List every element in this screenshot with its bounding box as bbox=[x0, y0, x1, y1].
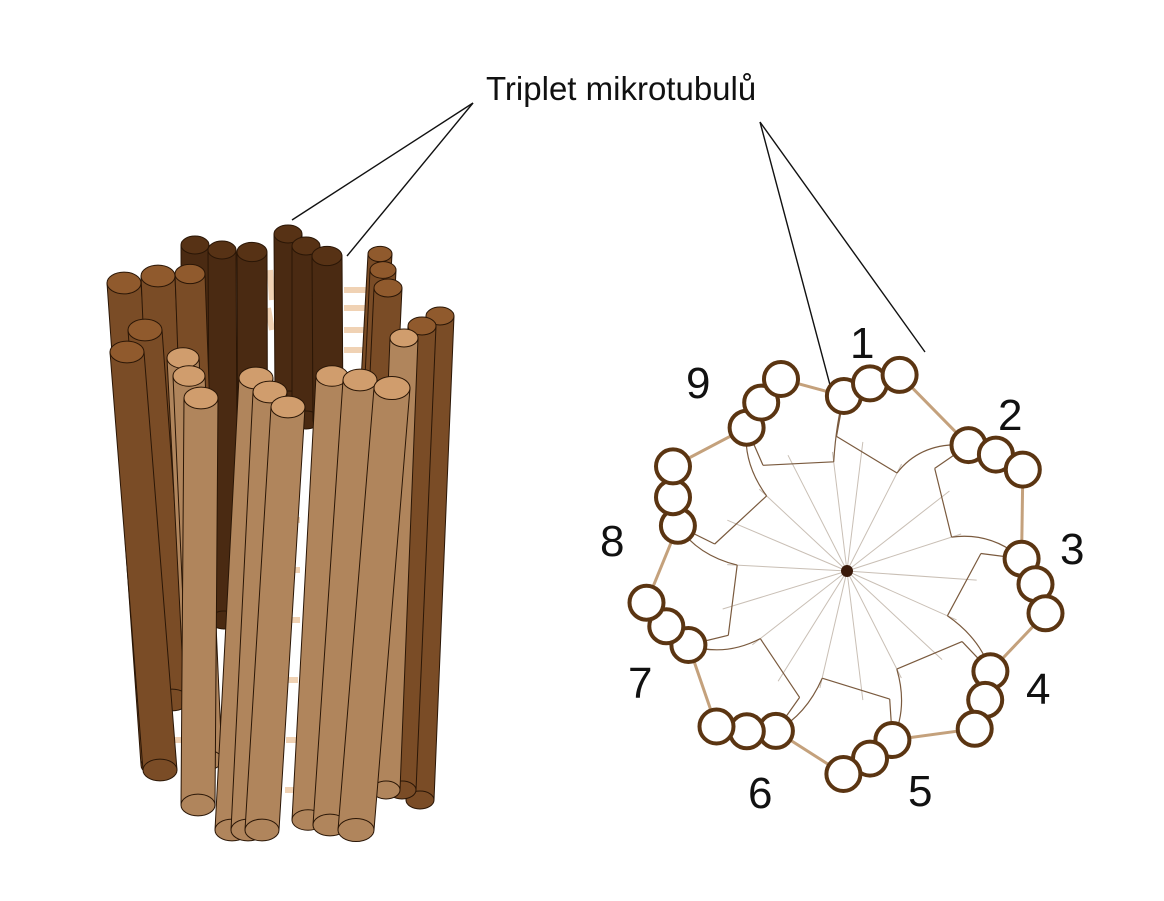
microtubule-ring bbox=[697, 707, 736, 746]
microtubule-triplet bbox=[727, 360, 800, 447]
triplet-number-2: 2 bbox=[998, 391, 1022, 440]
microtubule-ring bbox=[1026, 594, 1065, 633]
microtubule-triplet bbox=[824, 721, 912, 793]
spoke bbox=[819, 570, 848, 689]
pointer-line-left-a bbox=[291, 102, 474, 221]
tube-top bbox=[166, 347, 200, 369]
microtubule-triplet bbox=[955, 652, 1010, 748]
tube-bottom bbox=[180, 793, 216, 817]
tube-bottom bbox=[142, 758, 178, 782]
tube-top bbox=[106, 271, 142, 295]
microtubule-ring bbox=[627, 583, 666, 622]
tube-top bbox=[183, 386, 219, 410]
cartwheel-arms bbox=[676, 395, 1024, 743]
spoke bbox=[727, 519, 848, 572]
triplet-number-6: 6 bbox=[748, 769, 772, 818]
microtubule-tube bbox=[180, 386, 219, 817]
tube-top bbox=[369, 261, 397, 279]
centriole-3d-view bbox=[106, 224, 455, 843]
tube-bottom bbox=[337, 817, 375, 843]
spoke bbox=[752, 570, 848, 646]
tube-top bbox=[342, 368, 378, 392]
microtubule-triplet bbox=[1002, 539, 1065, 633]
spoke bbox=[846, 570, 902, 679]
microtubule-ring bbox=[824, 755, 863, 793]
tube-top bbox=[291, 236, 321, 256]
spoke bbox=[846, 570, 943, 661]
spoke bbox=[777, 570, 848, 682]
triplet-number-8: 8 bbox=[600, 517, 624, 566]
spoke bbox=[846, 490, 950, 572]
microtubule-triplet bbox=[627, 583, 708, 664]
microtubule-tube bbox=[109, 340, 178, 782]
tube-top bbox=[174, 263, 206, 285]
tube-link bbox=[267, 269, 275, 301]
tube-top bbox=[311, 245, 343, 267]
tube-top bbox=[367, 245, 393, 263]
spoke bbox=[846, 533, 962, 572]
microtubule-ring bbox=[654, 447, 692, 486]
tube-top bbox=[207, 240, 237, 260]
center-hub-dot bbox=[841, 565, 853, 577]
microtubule-triplet bbox=[697, 707, 795, 751]
cartwheel-hub bbox=[676, 395, 1024, 743]
microtubule-ring bbox=[727, 712, 766, 751]
triplet-number-3: 3 bbox=[1060, 525, 1084, 574]
microtubule-tube bbox=[244, 395, 306, 842]
triplet-label: Triplet mikrotubulů bbox=[486, 70, 757, 107]
triplet-number-1: 1 bbox=[850, 319, 874, 368]
tube-top bbox=[180, 235, 210, 255]
triplet-number-9: 9 bbox=[686, 359, 710, 408]
label-pointers bbox=[291, 102, 926, 386]
microtubule-ring bbox=[762, 360, 800, 398]
tube-link bbox=[265, 307, 275, 331]
tube-top bbox=[109, 340, 145, 364]
microtubule-triplet bbox=[949, 426, 1042, 489]
microtubule-triplet bbox=[654, 447, 697, 545]
tube-top bbox=[172, 365, 206, 387]
tube-body bbox=[180, 397, 219, 806]
spoke bbox=[846, 570, 864, 701]
pointer-line-right-a bbox=[759, 121, 831, 386]
tube-top bbox=[389, 328, 419, 348]
spoke bbox=[722, 570, 848, 610]
spoke bbox=[831, 451, 848, 572]
centriole-cross-section: 1 2 3 4 5 6 7 8 9 bbox=[600, 319, 1084, 818]
tube-top bbox=[270, 395, 306, 419]
microtubule-triplet bbox=[824, 355, 919, 415]
pointer-line-right-b bbox=[759, 121, 926, 353]
tube-top bbox=[273, 224, 303, 244]
triplet-number-7: 7 bbox=[628, 659, 652, 708]
spoke bbox=[758, 488, 848, 572]
triplet-number-4: 4 bbox=[1026, 665, 1050, 714]
spoke bbox=[846, 463, 903, 572]
microtubule-ring bbox=[955, 709, 994, 748]
pointer-line-left-b bbox=[346, 102, 474, 257]
spoke bbox=[727, 564, 848, 572]
microtubule-ring bbox=[1003, 450, 1042, 489]
tube-top bbox=[373, 278, 403, 298]
microtubule-tube bbox=[337, 375, 411, 843]
triplet-number-5: 5 bbox=[908, 767, 932, 816]
spoke bbox=[846, 570, 957, 621]
spoke bbox=[846, 570, 977, 581]
spoke bbox=[846, 441, 864, 572]
tube-top bbox=[127, 318, 163, 342]
tube-top bbox=[140, 264, 176, 288]
spoke bbox=[787, 454, 848, 572]
tube-top bbox=[407, 316, 437, 336]
tube-top bbox=[373, 375, 411, 401]
tube-top bbox=[236, 241, 268, 263]
tube-bottom bbox=[244, 818, 280, 842]
microtubule-ring bbox=[880, 355, 919, 394]
